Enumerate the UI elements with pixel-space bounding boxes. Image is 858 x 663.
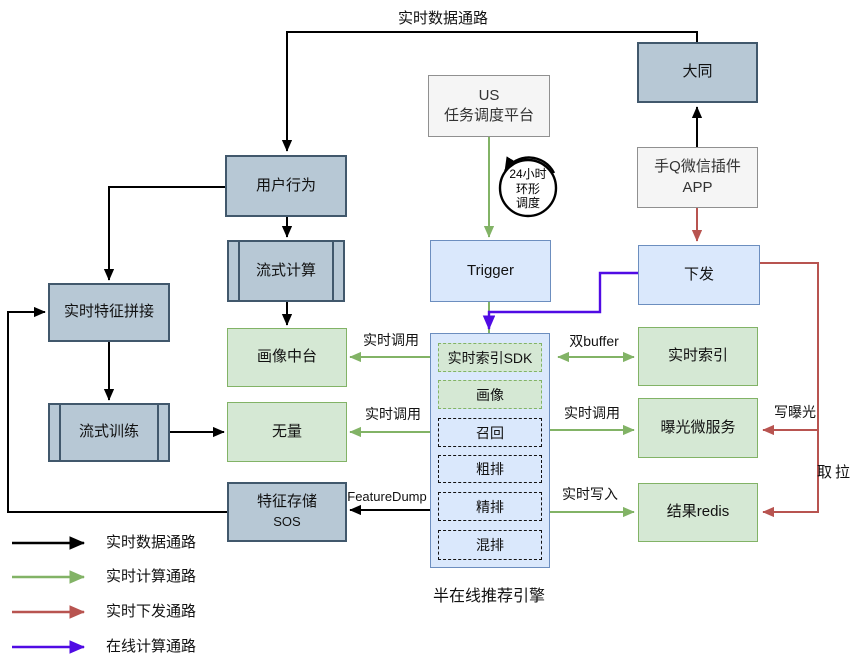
node-result-redis: 结果redis: [638, 483, 758, 542]
node-app-line2: APP: [682, 178, 713, 196]
label-engine-caption: 半在线推荐引擎: [433, 588, 546, 605]
node-engine-container: [430, 333, 550, 568]
node-wuliang: 无量: [227, 402, 347, 462]
node-exposure-service: 曝光微服务: [638, 398, 758, 458]
label-schedule-circle-line1: 24小时: [509, 167, 547, 181]
label-double-buffer: 双buffer: [569, 333, 619, 349]
label-schedule-circle-line2: 环形: [515, 181, 540, 196]
label-realtime-call-portrait: 实时调用: [363, 332, 419, 348]
engine-sub-mix-rank: 混排: [438, 530, 542, 560]
engine-sub-recall: 召回: [438, 418, 542, 447]
legend-item-online-compute: 在线计算通路: [106, 638, 197, 655]
edge-datong-to-user-behavior: [281, 31, 698, 152]
node-feature-store-line2: SOS: [273, 514, 301, 529]
label-pull: 拉取: [815, 463, 850, 487]
edge-user-behavior-to-feature-join: [103, 186, 225, 281]
edge-dispatch-to-engine: [482, 271, 638, 330]
node-feature-store: 特征存储 SOS: [227, 482, 347, 542]
legend-item-realtime-data: 实时数据通路: [106, 534, 197, 551]
node-us-scheduler: US 任务调度平台: [428, 75, 550, 137]
edge-feature-store-to-feature-join: [7, 306, 227, 513]
node-stream-train: 流式训练: [48, 403, 170, 462]
node-trigger: Trigger: [430, 240, 551, 302]
engine-sub-fine-rank: 精排: [438, 492, 542, 521]
label-realtime-write: 实时写入: [562, 486, 618, 502]
node-us-line2: 任务调度平台: [443, 107, 534, 124]
cyclic-schedule-icon: [498, 156, 558, 218]
label-realtime-call-exposure: 实时调用: [564, 405, 620, 421]
label-write-exposure: 写曝光: [774, 404, 816, 420]
label-schedule-circle-line3: 调度: [515, 196, 540, 210]
node-realtime-index: 实时索引: [638, 327, 758, 386]
node-portrait-center: 画像中台: [227, 328, 347, 387]
node-stream-compute: 流式计算: [227, 240, 345, 302]
node-app-line1: 手Q微信插件: [654, 158, 741, 176]
engine-sub-rough-rank: 粗排: [438, 455, 542, 483]
node-dispatch: 下发: [638, 245, 760, 305]
engine-sub-realtime-index-sdk: 实时索引SDK: [438, 343, 542, 372]
label-realtime-call-wuliang: 实时调用: [365, 406, 421, 422]
node-feature-store-line1: 特征存储: [256, 492, 317, 510]
node-feature-join: 实时特征拼接: [48, 283, 170, 342]
label-schedule-circle: 24小时 环形 调度: [498, 167, 558, 211]
label-realtime-data-path-top: 实时数据通路: [397, 10, 488, 27]
node-app: 手Q微信插件 APP: [637, 147, 758, 208]
engine-sub-portrait: 画像: [438, 380, 542, 409]
label-feature-dump: FeatureDump: [347, 489, 427, 504]
legend-item-realtime-compute: 实时计算通路: [106, 568, 197, 585]
edge-dispatch-to-redis: [760, 262, 819, 518]
node-us-line1: US: [478, 86, 500, 104]
legend-item-realtime-dispatch: 实时下发通路: [106, 603, 197, 620]
node-datong: 大同: [637, 42, 758, 103]
node-user-behavior: 用户行为: [225, 155, 347, 217]
